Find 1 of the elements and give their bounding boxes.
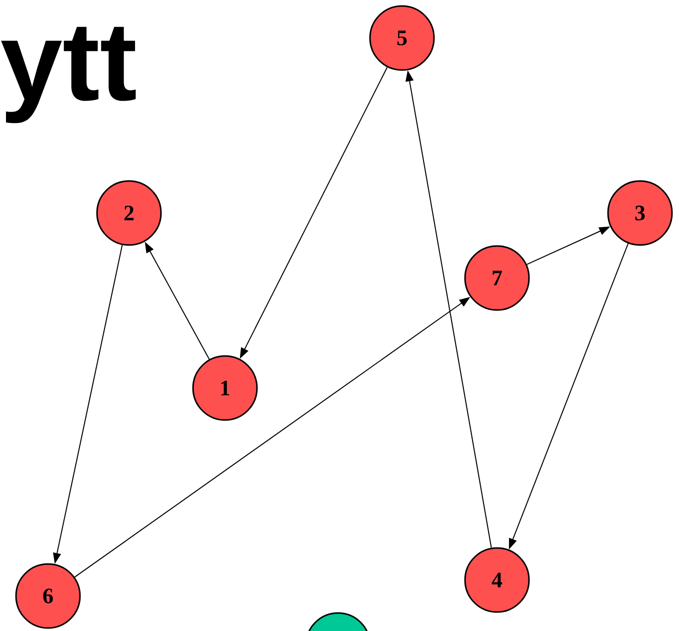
- title: ytt: [1, 26, 136, 124]
